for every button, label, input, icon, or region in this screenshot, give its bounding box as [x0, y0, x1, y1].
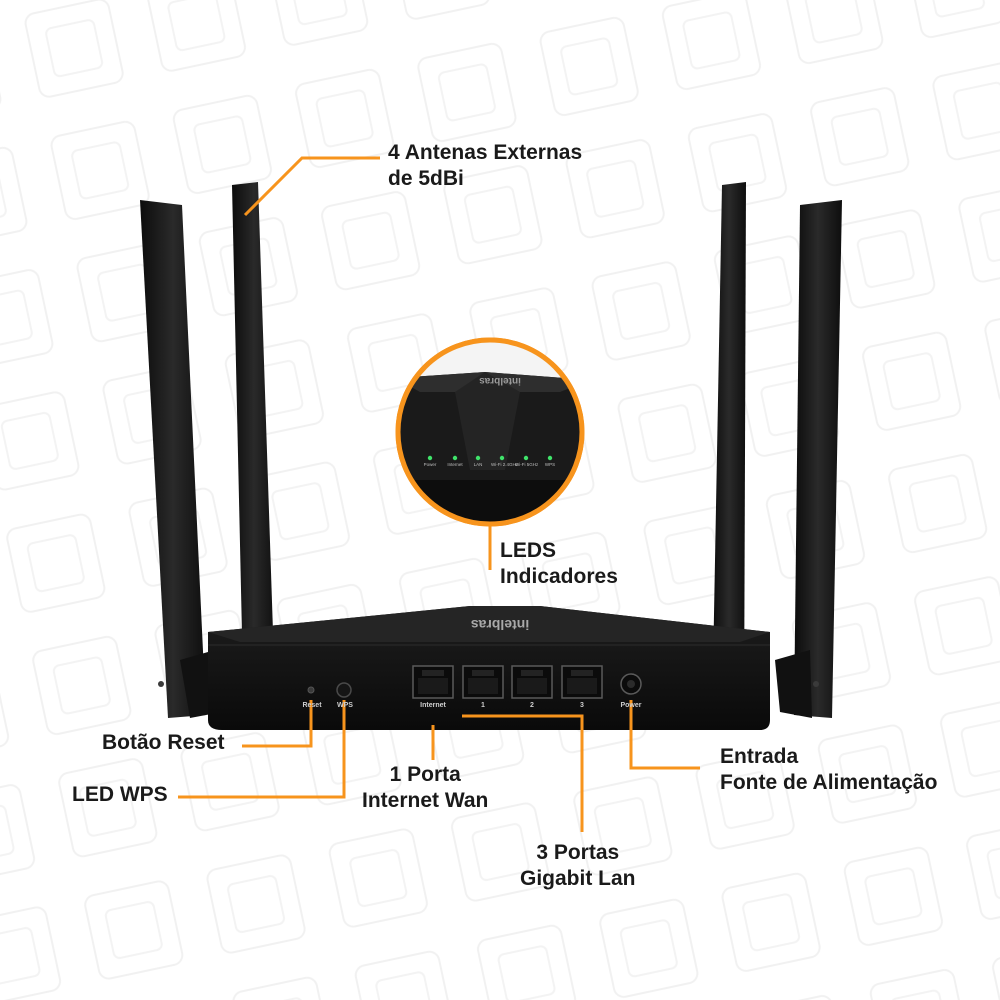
lan-callout: 3 Portas Gigabit Lan	[520, 840, 636, 892]
reset-callout-line	[242, 700, 313, 748]
wps-callout-line	[178, 700, 346, 799]
wan-callout-line1: 1 Porta	[389, 763, 461, 786]
internet-port-label: Internet	[420, 702, 446, 709]
callout-lines	[178, 156, 700, 832]
leds-callout-line1: LEDS	[500, 539, 557, 562]
led-label-wps: WPS	[544, 462, 556, 467]
power-callout-line2: Fonte de Alimentação	[720, 771, 938, 794]
power-port[interactable]	[620, 673, 642, 695]
power-callout: Entrada Fonte de Alimentação	[720, 744, 937, 796]
antennas-callout-line2: de 5dBi	[388, 167, 464, 190]
led-label-wifi-24: Wi-Fi 2.4GHz	[491, 462, 518, 467]
wan-callout: 1 Porta Internet Wan	[362, 762, 488, 814]
antenna-callout-line	[243, 156, 380, 217]
power-callout-line1: Entrada	[720, 745, 799, 768]
antenna-far-right	[775, 200, 842, 718]
led-wifi-5	[523, 455, 529, 461]
led-label-lan: LAN	[473, 462, 483, 467]
lan-port-1[interactable]	[462, 665, 504, 699]
reset-port-label: Reset	[302, 702, 322, 709]
led-internet	[452, 455, 458, 461]
wps-callout-label: LED WPS	[72, 783, 168, 806]
led-label-wifi-5: Wi-Fi 5GHz	[515, 462, 539, 467]
lan3-port-label: 3	[580, 702, 584, 709]
led-wifi-24	[499, 455, 505, 461]
lan-callout-line2: Gigabit Lan	[520, 867, 636, 890]
led-zoom-circle: intelbras	[395, 337, 585, 527]
lan1-port-label: 1	[481, 702, 485, 709]
antennas-callout: 4 Antenas Externas de 5dBi	[388, 140, 582, 192]
leds-callout: LEDS Indicadores	[500, 538, 618, 590]
wan-callout-line2: Internet Wan	[362, 789, 489, 812]
antennas-callout-line1: 4 Antenas Externas	[388, 141, 583, 164]
antenna-inner-right	[712, 182, 746, 724]
wps-port-label: WPS	[337, 702, 353, 709]
lan2-port-label: 2	[530, 702, 534, 709]
lan-port-2[interactable]	[511, 665, 553, 699]
reset-button[interactable]	[307, 686, 315, 694]
led-label-internet: Internet	[447, 462, 463, 467]
reset-callout: Botão Reset	[102, 730, 225, 756]
led-wps	[547, 455, 553, 461]
internet-port[interactable]	[412, 665, 454, 699]
lan-callout-line	[462, 714, 584, 832]
power-callout-line	[629, 700, 700, 770]
led-power	[427, 455, 433, 461]
wps-button[interactable]	[336, 682, 352, 698]
brand-logo-top: intelbras	[471, 617, 530, 633]
led-label-power: Power	[423, 462, 437, 467]
svg-text:intelbras: intelbras	[479, 375, 521, 386]
lan-port-3[interactable]	[561, 665, 603, 699]
leds-callout-line2: Indicadores	[500, 565, 618, 588]
reset-callout-label: Botão Reset	[102, 731, 225, 754]
lan-callout-line1: 3 Portas	[536, 841, 620, 864]
power-port-label: Power	[620, 702, 642, 709]
antenna-inner-left	[232, 182, 276, 724]
wps-callout: LED WPS	[72, 782, 168, 808]
led-lan	[475, 455, 481, 461]
